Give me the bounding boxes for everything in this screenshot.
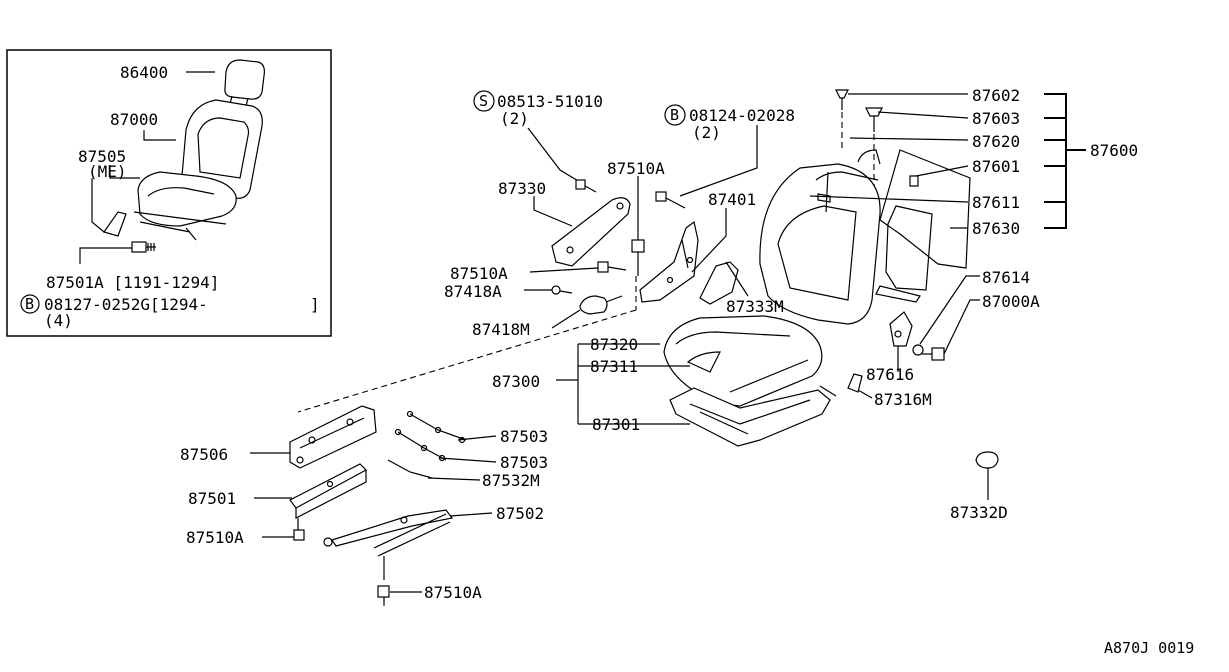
label-08124-qty: (2): [692, 123, 721, 142]
seatback-assembly-87600: [759, 149, 971, 325]
label-87330: 87330: [498, 179, 546, 198]
inset-label-86400: 86400: [120, 63, 168, 82]
label-87603: 87603: [972, 109, 1020, 128]
label-87510a-left: 87510A: [186, 528, 244, 547]
label-87503-a: 87503: [500, 427, 548, 446]
s-letter: S: [479, 92, 488, 110]
inset-label-87501a: 87501A [1191-1294]: [46, 273, 219, 292]
label-87630: 87630: [972, 219, 1020, 238]
inset-label-87000: 87000: [110, 110, 158, 129]
label-87506: 87506: [180, 445, 228, 464]
recliner-bracket-87401: [639, 208, 727, 303]
screw-87418a: [524, 285, 573, 295]
label-87401: 87401: [708, 190, 756, 209]
screw-s-callout: S 08513-51010 (2): [473, 90, 603, 193]
inset-cover-drawing: [103, 211, 127, 237]
seatback-frame-87630: [879, 149, 971, 269]
inset-cushion-drawing: [137, 171, 237, 227]
explode-dashed-line: [297, 309, 637, 413]
label-87311: 87311: [590, 357, 638, 376]
label-87510a-mid: 87510A: [450, 264, 508, 283]
bracket-87300: [556, 343, 690, 425]
clip-87602: [835, 89, 849, 150]
inset-label-08127-qty: (4): [44, 311, 73, 330]
knob-87418m: [551, 295, 623, 329]
inset-label-08127-close: ]: [310, 295, 320, 314]
label-87418a: 87418A: [444, 282, 502, 301]
washer-87614: [912, 344, 924, 356]
bolt-87510a-mid: [529, 261, 627, 273]
hook-87601: [909, 175, 919, 187]
s-circle: [473, 90, 495, 112]
cushion-pad-87320: [663, 315, 823, 407]
label-87503-b: 87503: [500, 453, 548, 472]
label-87316m: 87316M: [874, 390, 932, 409]
inset-label-87505: 87505: [78, 147, 126, 166]
wire-87503-lower: [394, 428, 447, 462]
wire-87503-upper: [406, 410, 467, 444]
b2-circle: [664, 104, 686, 126]
spring-87532m: [387, 459, 433, 479]
label-87601: 87601: [972, 157, 1020, 176]
bolt-87000a: [922, 347, 945, 361]
bolt-87510a-vertical: [631, 176, 645, 276]
bolt-b2-callout: B 08124-02028 (2): [655, 104, 795, 209]
inset-label-87505-note: (ME): [88, 162, 127, 181]
inset-panel: 86400 87000 87505 (ME) 87501A [1191-1294…: [6, 49, 332, 337]
label-87611: 87611: [972, 193, 1020, 212]
label-87502: 87502: [496, 504, 544, 523]
inset-b-circle: [20, 294, 40, 314]
label-87532m: 87532M: [482, 471, 540, 490]
hinge-cover-87330: [533, 196, 631, 267]
label-87501: 87501: [188, 489, 236, 508]
bolt-icon: [655, 191, 686, 209]
screw-icon: [575, 179, 597, 193]
clip-87603: [865, 107, 883, 186]
label-87614: 87614: [982, 268, 1030, 287]
label-87000a: 87000A: [982, 292, 1040, 311]
label-87301: 87301: [592, 415, 640, 434]
trim-87333m: [699, 261, 749, 305]
inset-headrest-drawing: [224, 59, 265, 100]
label-08124-02028: 08124-02028: [689, 106, 795, 125]
catalog-code: A870J 0019: [1104, 639, 1194, 657]
label-87510a-bottom: 87510A: [424, 583, 482, 602]
label-87300: 87300: [492, 372, 540, 391]
label-87418m: 87418M: [472, 320, 530, 339]
label-08513-qty: (2): [500, 109, 529, 128]
seat-cushion-87300: [663, 315, 837, 447]
label-87510a-top: 87510A: [607, 159, 665, 178]
label-87332d: 87332D: [950, 503, 1008, 522]
label-87333m: 87333M: [726, 297, 784, 316]
cushion-frame-87301: [669, 387, 831, 447]
label-87602: 87602: [972, 86, 1020, 105]
cap-87332d: [975, 451, 999, 500]
bolt-87510a-left: [293, 529, 305, 541]
bolt-87510a-bottom: [377, 585, 390, 606]
b2-letter: B: [670, 106, 679, 124]
clip-87316m: [847, 373, 873, 399]
rail-cover-87506: [289, 405, 377, 469]
label-87620: 87620: [972, 132, 1020, 151]
label-87600: 87600: [1090, 141, 1138, 160]
inset-b-letter: B: [25, 295, 34, 313]
rail-87501: [289, 463, 367, 532]
label-87616: 87616: [866, 365, 914, 384]
rail-87502: [323, 509, 454, 580]
label-87320: 87320: [590, 335, 638, 354]
label-08513-51010: 08513-51010: [497, 92, 603, 111]
inset-label-08127: 08127-0252G[1294-: [44, 295, 208, 314]
bracket-87616: [889, 311, 913, 362]
inset-bolt-icon: [131, 241, 156, 253]
